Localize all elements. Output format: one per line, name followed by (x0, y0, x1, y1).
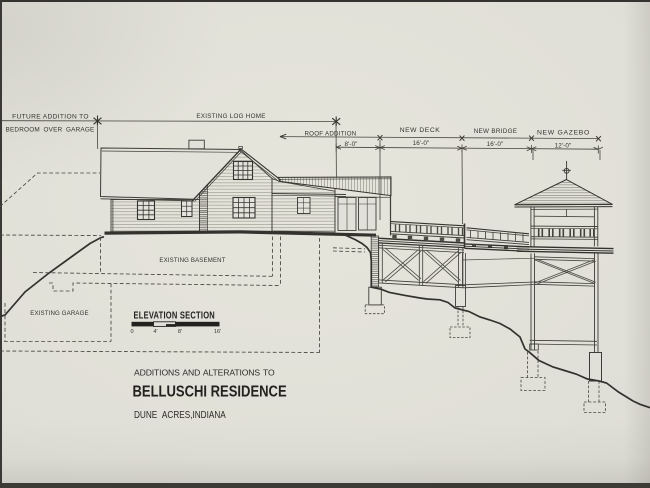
svg-text:16'-0": 16'-0" (413, 140, 430, 147)
svg-text:BELLUSCHI RESIDENCE: BELLUSCHI RESIDENCE (133, 383, 287, 401)
svg-text:8'-0": 8'-0" (344, 141, 357, 148)
svg-text:ADDITIONS AND ALTERATIONS TO: ADDITIONS AND ALTERATIONS TO (134, 368, 275, 378)
svg-text:NEW GAZEBO: NEW GAZEBO (537, 129, 590, 136)
svg-text:ROOF ADDITION: ROOF ADDITION (304, 131, 356, 138)
svg-text:12'-0": 12'-0" (555, 142, 572, 149)
svg-text:NEW DECK: NEW DECK (400, 127, 440, 134)
svg-text:FUTURE ADDITION TO: FUTURE ADDITION TO (12, 114, 89, 121)
svg-text:16'-0": 16'-0" (487, 141, 504, 148)
svg-text:ELEVATION SECTION: ELEVATION SECTION (134, 309, 215, 320)
svg-text:8': 8' (178, 329, 182, 335)
svg-text:EXISTING LOG HOME: EXISTING LOG HOME (196, 113, 265, 120)
svg-text:16': 16' (214, 329, 221, 335)
svg-text:4': 4' (153, 329, 157, 335)
svg-text:NEW BRIDGE: NEW BRIDGE (474, 128, 518, 135)
svg-text:0: 0 (130, 329, 133, 335)
svg-text:BEDROOM OVER GARAGE: BEDROOM OVER GARAGE (5, 126, 94, 133)
svg-text:EXISTING GARAGE: EXISTING GARAGE (30, 310, 88, 317)
svg-text:DUNE ACRES,INDIANA: DUNE ACRES,INDIANA (134, 409, 226, 420)
svg-text:EXISTING BASEMENT: EXISTING BASEMENT (159, 257, 225, 264)
